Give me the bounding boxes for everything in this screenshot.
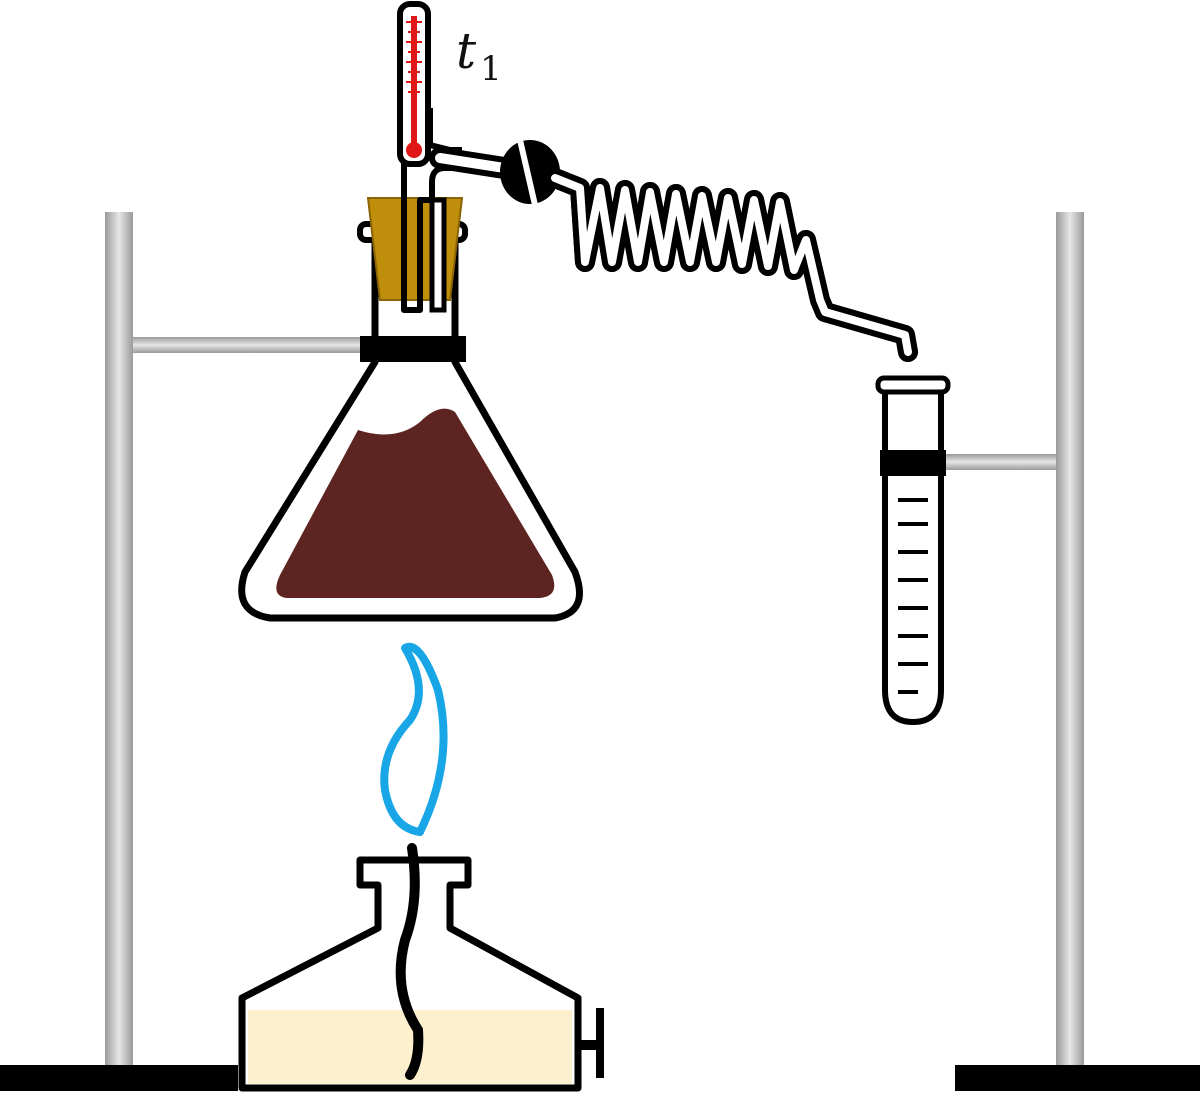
still-inner-tube — [429, 197, 447, 313]
thermometer-bulb — [406, 142, 422, 158]
thermometer-scale — [406, 21, 422, 93]
test-tube — [875, 375, 951, 726]
flame — [380, 642, 448, 836]
right-stand-base — [955, 1065, 1200, 1091]
right-retort-stand — [946, 212, 1200, 1091]
still-outer-wall — [427, 108, 462, 153]
flask-liquid — [276, 408, 555, 598]
erlenmeyer-flask — [238, 221, 583, 622]
flask-clamp — [360, 336, 466, 362]
condenser-coil — [545, 168, 918, 362]
thermometer-label-subscript: 1 — [480, 49, 502, 89]
right-stand-rod — [1056, 212, 1084, 1065]
cork-stopper — [366, 197, 464, 301]
left-stand-base — [0, 1065, 238, 1091]
test-tube-graduations — [898, 498, 928, 694]
burner-knob — [578, 1008, 604, 1078]
left-stand-rod — [105, 212, 133, 1065]
test-tube-lip — [875, 375, 951, 395]
test-tube-body — [882, 390, 944, 726]
thermometer-label-symbol: t — [456, 22, 477, 80]
left-stand-arm — [133, 337, 363, 353]
alcohol-burner — [238, 843, 604, 1092]
burner-wick — [395, 843, 424, 1080]
left-retort-stand — [0, 212, 363, 1091]
thermometer — [397, 1, 431, 167]
test-tube-clamp — [880, 450, 946, 476]
side-arm — [429, 139, 560, 206]
right-stand-arm — [946, 454, 1056, 470]
